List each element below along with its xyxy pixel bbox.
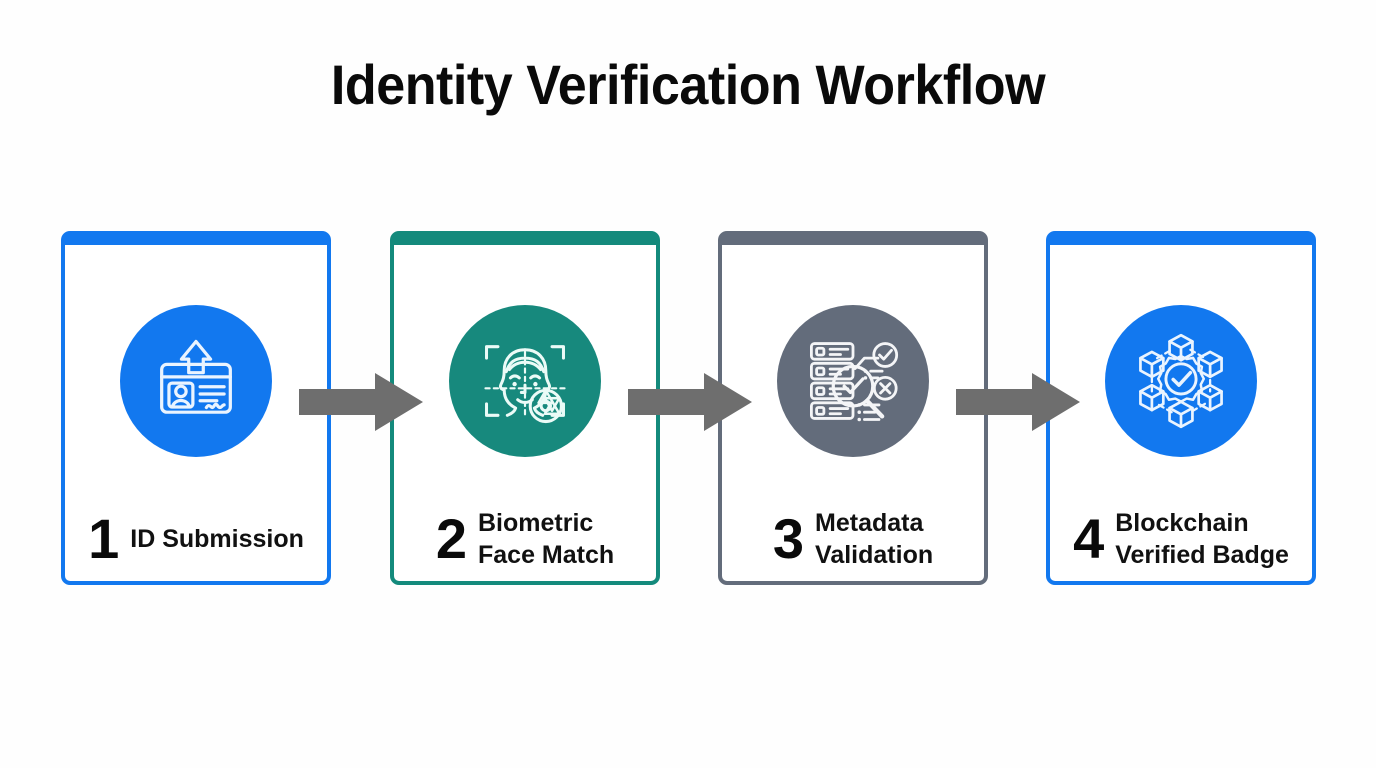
step-1-icon-badge <box>120 305 272 457</box>
step-3-icon-badge <box>777 305 929 457</box>
arrow-step-3-to-4 <box>956 371 1080 433</box>
step-2-label: Biometric Face Match <box>477 509 615 569</box>
step-3-label: Metadata Validation <box>815 509 934 569</box>
step-4-label: Blockchain Verified Badge <box>1115 509 1289 569</box>
server-validation-icon <box>809 342 899 422</box>
step-card-2[interactable]: 2 Biometric Face Match <box>390 231 660 585</box>
step-3-number: 3 <box>772 507 805 570</box>
step-2-number: 2 <box>435 507 467 570</box>
step-card-4[interactable]: 4 Blockchain Verified Badge <box>1046 231 1316 585</box>
step-4-number: 4 <box>1073 507 1105 570</box>
step-3-caption: 3 Metadata Validation <box>722 493 984 581</box>
arrow-right-icon <box>956 373 1080 431</box>
step-2-caption: 2 Biometric Face Match <box>394 493 656 581</box>
blockchain-verified-icon <box>1139 333 1223 429</box>
arrow-right-icon <box>299 373 423 431</box>
workflow-steps-row: 1 ID Submission <box>0 231 1376 587</box>
step-1-caption: 1 ID Submission <box>65 493 327 581</box>
arrow-step-1-to-2 <box>299 371 423 433</box>
step-card-1[interactable]: 1 ID Submission <box>61 231 331 585</box>
step-4-caption: 4 Blockchain Verified Badge <box>1050 493 1312 581</box>
arrow-right-icon <box>628 373 752 431</box>
face-scan-icon <box>484 345 566 424</box>
step-1-label: ID Submission <box>130 525 304 553</box>
page-title: Identity Verification Workflow <box>330 53 1046 116</box>
arrow-step-2-to-3 <box>628 371 752 433</box>
step-1-number: 1 <box>88 507 120 570</box>
step-2-icon-badge <box>449 305 601 457</box>
step-card-3[interactable]: 3 Metadata Validation <box>718 231 988 585</box>
step-4-icon-badge <box>1105 305 1257 457</box>
id-card-upload-icon <box>160 339 232 414</box>
